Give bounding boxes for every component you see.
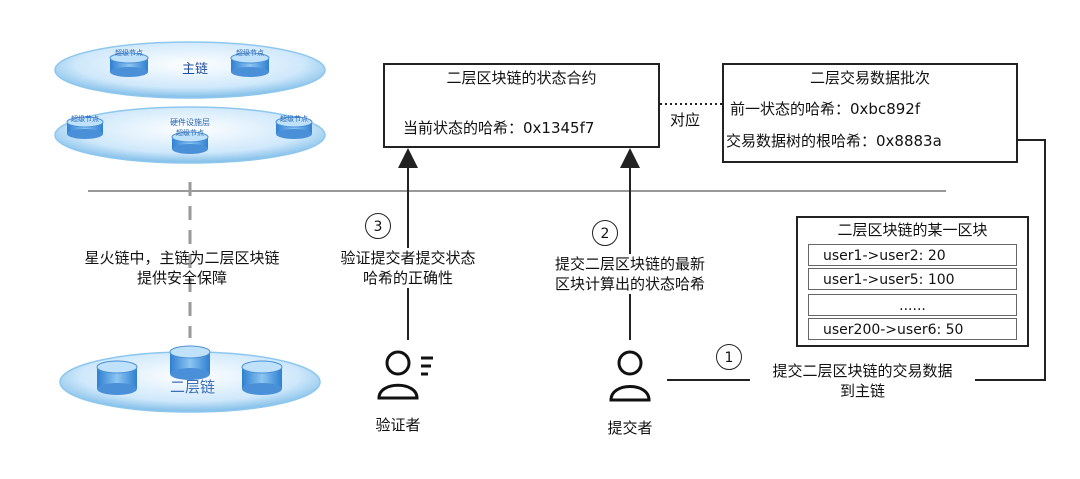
super-node-icon xyxy=(275,116,313,139)
l2-node-icon xyxy=(241,360,283,395)
security-note-line1: 星火链中，主链为二层区块链 xyxy=(84,249,280,267)
super-node-icon xyxy=(171,131,209,154)
relation-label: 对应 xyxy=(670,111,701,129)
step-1-line1: 提交二层区块链的交易数据 xyxy=(772,362,953,380)
super-node-icon xyxy=(66,116,104,139)
l2chain-label: 二层链 xyxy=(170,378,216,396)
super-node-label: 超级节点 xyxy=(176,129,204,137)
tx-row: user200->user6: 50 xyxy=(808,318,1017,340)
super-node-label: 超级节点 xyxy=(71,115,99,123)
tx-row: user1->user5: 100 xyxy=(808,268,1017,290)
step-2-badge: 2 xyxy=(592,220,618,246)
step-1-text: 提交二层区块链的交易数据 到主链 xyxy=(750,361,975,401)
submitter-label: 提交者 xyxy=(607,419,653,437)
state-contract-title: 二层区块链的状态合约 xyxy=(446,69,597,87)
l2-block-box: 二层区块链的某一区块 user1->user2: 20 user1->user5… xyxy=(796,216,1029,347)
super-node-icon xyxy=(230,52,270,77)
step-3-badge: 3 xyxy=(365,213,391,239)
tx-batch-box: 二层交易数据批次 前一状态的哈希：0xbc892f 交易数据树的根哈希：0x88… xyxy=(722,63,1018,163)
state-contract-box: 二层区块链的状态合约 当前状态的哈希：0x1345f7 xyxy=(383,63,660,148)
step-3-line2: 哈希的正确性 xyxy=(362,269,453,287)
tx-batch-title: 二层交易数据批次 xyxy=(809,69,930,87)
step-3-line1: 验证提交者提交状态 xyxy=(340,249,476,267)
l2-block-title: 二层区块链的某一区块 xyxy=(837,221,988,239)
verifier-label: 验证者 xyxy=(375,416,421,434)
submitter-icon xyxy=(609,350,651,402)
prev-state-hash: 前一状态的哈希：0xbc892f xyxy=(730,100,921,118)
infra-layer-label: 硬件设施层 xyxy=(170,118,210,127)
tx-row: user1->user2: 20 xyxy=(808,244,1017,266)
mainchain-illustration xyxy=(54,41,326,164)
mainchain-label: 主链 xyxy=(182,62,209,77)
security-note-line2: 提供安全保障 xyxy=(136,269,227,287)
current-state-hash: 当前状态的哈希：0x1345f7 xyxy=(403,119,595,137)
l2-node-icon xyxy=(169,345,211,380)
super-node-label: 超级节点 xyxy=(236,49,264,57)
verifier-icon xyxy=(377,350,433,400)
tx-row-ellipsis: ...... xyxy=(808,294,1017,316)
security-note: 星火链中，主链为二层区块链 提供安全保障 xyxy=(52,248,312,288)
super-node-icon xyxy=(109,52,149,77)
step-2-line1: 提交二层区块链的最新 xyxy=(554,255,705,273)
step-2-text: 提交二层区块链的最新 区块计算出的状态哈希 xyxy=(540,254,720,294)
l2chain-illustration xyxy=(59,345,321,413)
super-node-label: 超级节点 xyxy=(115,49,143,57)
step-2-line2: 区块计算出的状态哈希 xyxy=(554,275,705,293)
l2-node-icon xyxy=(96,360,138,395)
step-1-badge: 1 xyxy=(716,344,742,370)
step-1-line2: 到主链 xyxy=(839,382,885,400)
super-node-label: 超级节点 xyxy=(280,115,308,123)
step-3-text: 验证提交者提交状态 哈希的正确性 xyxy=(318,248,498,288)
tx-tree-root-hash: 交易数据树的根哈希：0x8883a xyxy=(726,132,942,150)
